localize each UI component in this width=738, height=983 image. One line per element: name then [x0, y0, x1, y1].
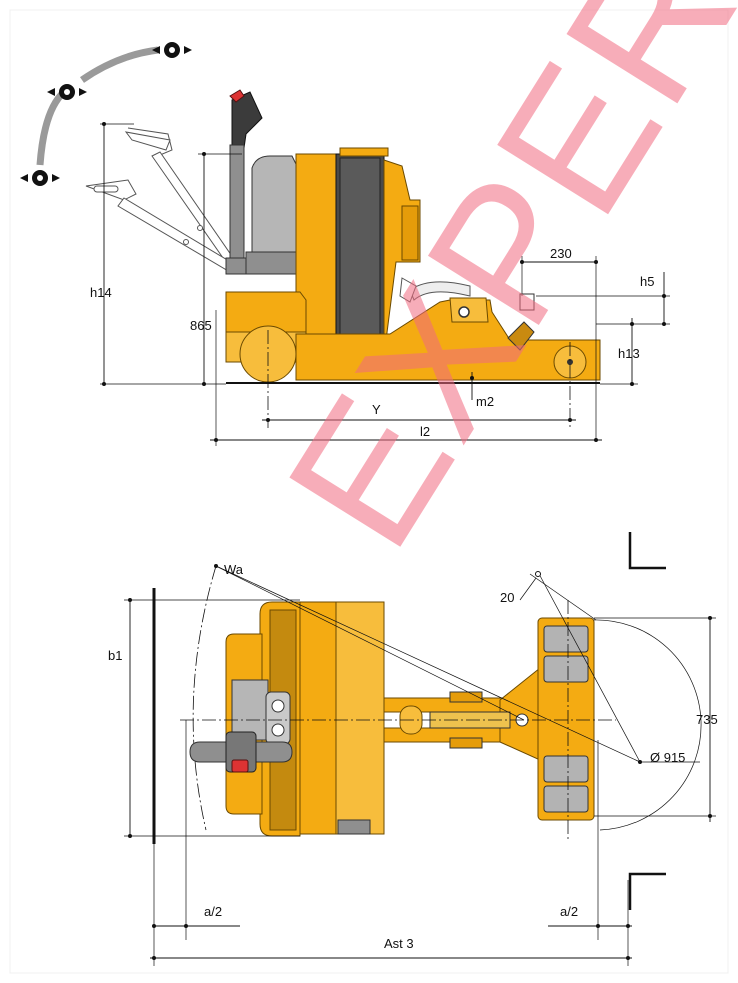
- operator-backrest: [245, 155, 303, 275]
- turning-arc-right: [591, 619, 702, 831]
- label-y: Y: [372, 402, 381, 417]
- tiller-head-top: [189, 731, 293, 773]
- tiller-ghost-upper: [124, 127, 237, 269]
- label-a2-right: a/2: [560, 904, 578, 919]
- tiller-position-icon: [47, 84, 87, 100]
- corner-mark: [628, 872, 666, 910]
- tiller-upright: [225, 89, 263, 275]
- top-dimensions: [124, 577, 716, 966]
- label-20: 20: [500, 590, 514, 605]
- label-h14: h14: [90, 285, 112, 300]
- construction-lines: [214, 564, 642, 764]
- label-h5: h5: [640, 274, 654, 289]
- label-a2-left: a/2: [204, 904, 222, 919]
- label-b1: b1: [108, 648, 122, 663]
- corner-mark: [628, 532, 666, 570]
- tiller-position-icon: [20, 170, 60, 186]
- label-ast3: Ast 3: [384, 936, 414, 951]
- label-l2: l2: [420, 424, 430, 439]
- label-wa: Wa: [224, 562, 244, 577]
- truck-top-body: [225, 601, 385, 837]
- side-dimensions: [100, 122, 670, 446]
- label-diameter-915: Ø 915: [650, 750, 685, 765]
- label-865: 865: [190, 318, 212, 333]
- tiller-ghost-lower: [85, 179, 235, 273]
- label-230: 230: [550, 246, 572, 261]
- load-wheel-block: [537, 617, 595, 821]
- top-view: Wa 20 b1 735 Ø 915 a/2 a/2 Ast 3: [108, 532, 718, 966]
- label-m2: m2: [476, 394, 494, 409]
- label-h13: h13: [618, 346, 640, 361]
- label-735: 735: [696, 712, 718, 727]
- side-view: h14 865 230 h5 h13 m2 Y l2: [20, 42, 670, 446]
- tiller-position-icon: [152, 42, 192, 58]
